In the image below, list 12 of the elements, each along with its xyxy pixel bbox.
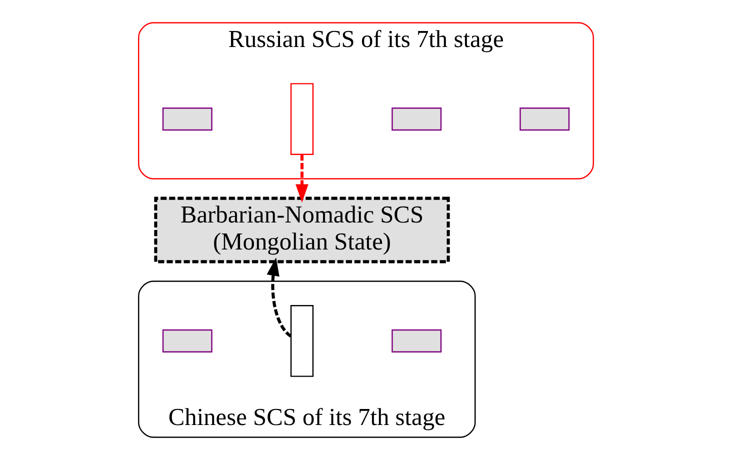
node-box [162, 107, 212, 131]
cluster: Chinese SCS of its 7th stage [138, 280, 476, 438]
node-box: Barbarian-Nomadic SCS (Mongolian State) [154, 196, 450, 264]
node-box [391, 329, 442, 353]
arrow [295, 154, 308, 203]
node-bar [290, 83, 314, 156]
cluster: Russian SCS of its 7th stage [138, 22, 594, 180]
node-bar [290, 304, 314, 377]
arrow [266, 257, 292, 338]
node-box [391, 107, 442, 131]
node-box [162, 329, 212, 353]
node-box [519, 107, 570, 131]
